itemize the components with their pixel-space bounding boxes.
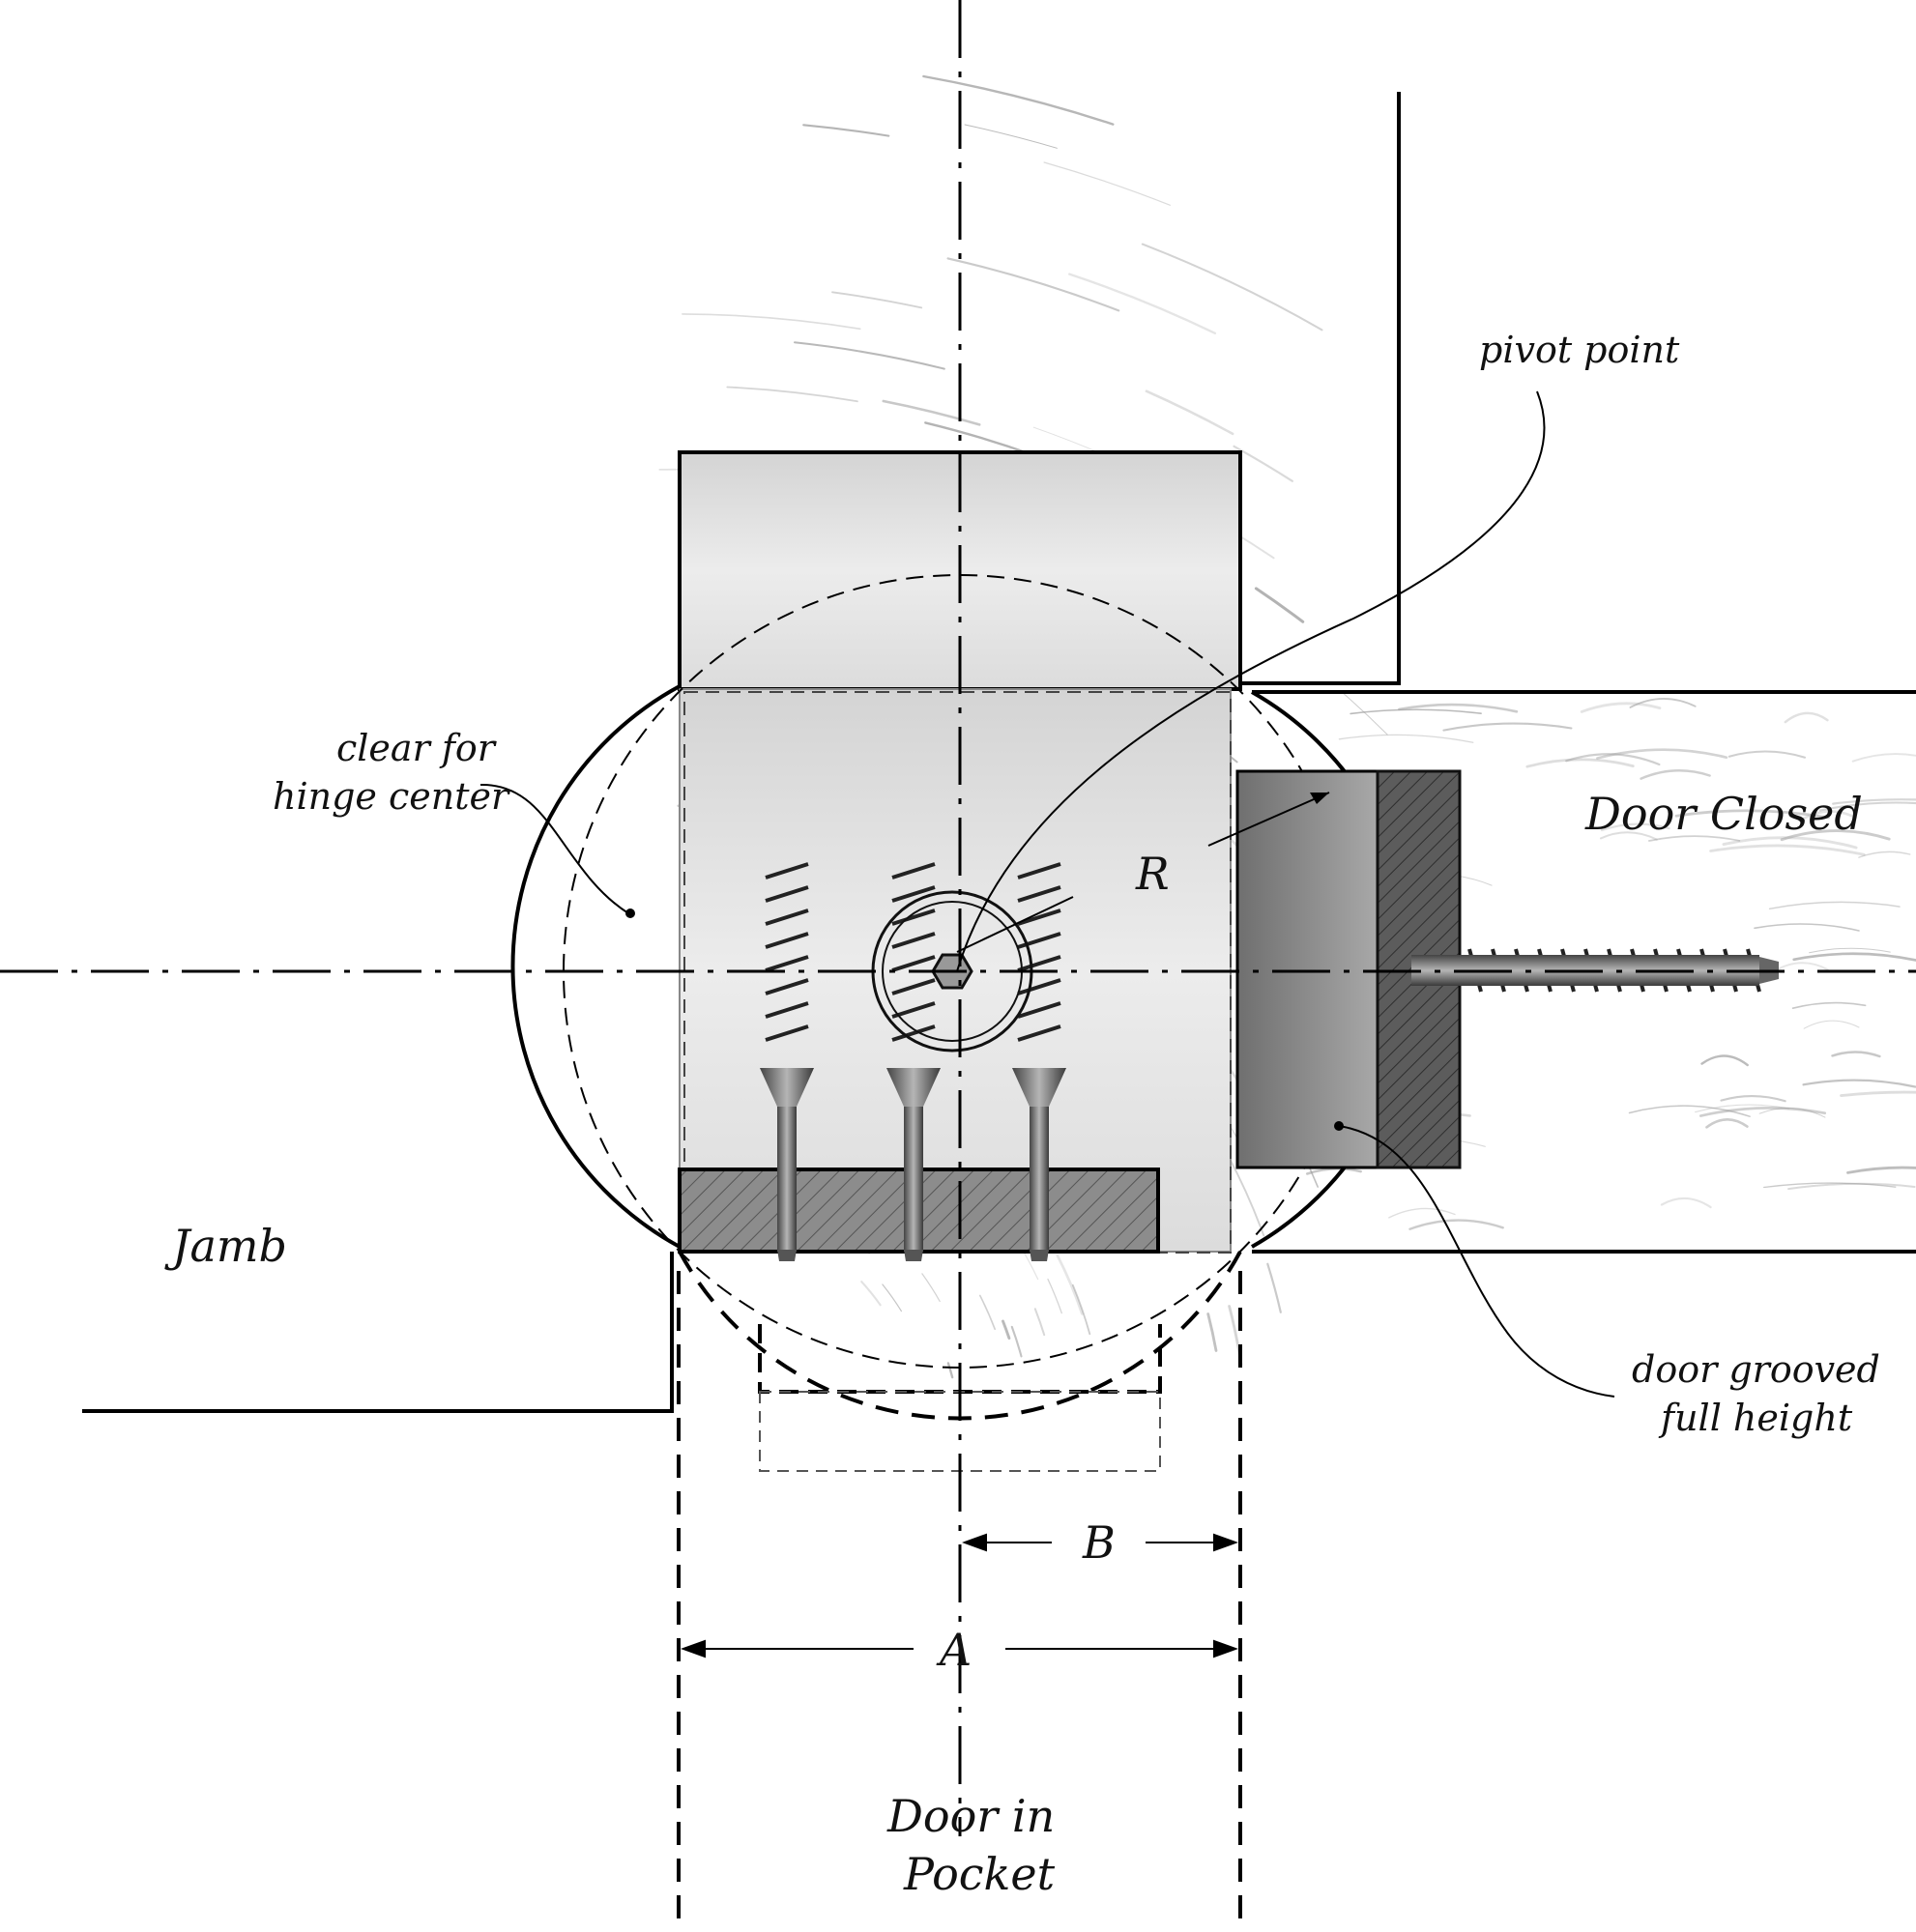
jamb-outline [82,1252,674,1413]
pivot-point-label: pivot point [1479,329,1680,371]
clear-leader-dot [625,908,635,918]
dimension-a-label: A [936,1624,972,1676]
door-in-pocket-label-line2: Pocket [903,1848,1056,1900]
radius-label: R [1135,848,1170,900]
stop-outline [1239,92,1401,685]
door-grooved-label-line2: full height [1658,1397,1853,1439]
clear-for-label-line2: hinge center [273,775,511,818]
clear-leader [479,783,629,914]
grooved-leader [1338,1125,1615,1398]
radius-leader [1207,792,1330,847]
clearance-arc-left [510,684,681,1249]
door-grooved-label-line1: door grooved [1632,1348,1880,1391]
door-closed-label: Door Closed [1584,788,1863,840]
pivot-point-leader [956,390,1546,972]
door-hinge-leaf [1235,769,1379,1169]
jamb-label: Jamb [164,1220,287,1272]
dimension-b-label: B [1082,1516,1116,1569]
radius-arrow-icon [1310,793,1329,804]
radius-leader-inner [956,896,1074,953]
dimension-a [681,1639,1238,1658]
clear-for-label-line1: clear for [336,727,498,769]
dimension-b [962,1533,1238,1552]
grooved-leader-dot [1334,1121,1344,1131]
door-in-pocket-label-line1: Door in [886,1790,1055,1842]
